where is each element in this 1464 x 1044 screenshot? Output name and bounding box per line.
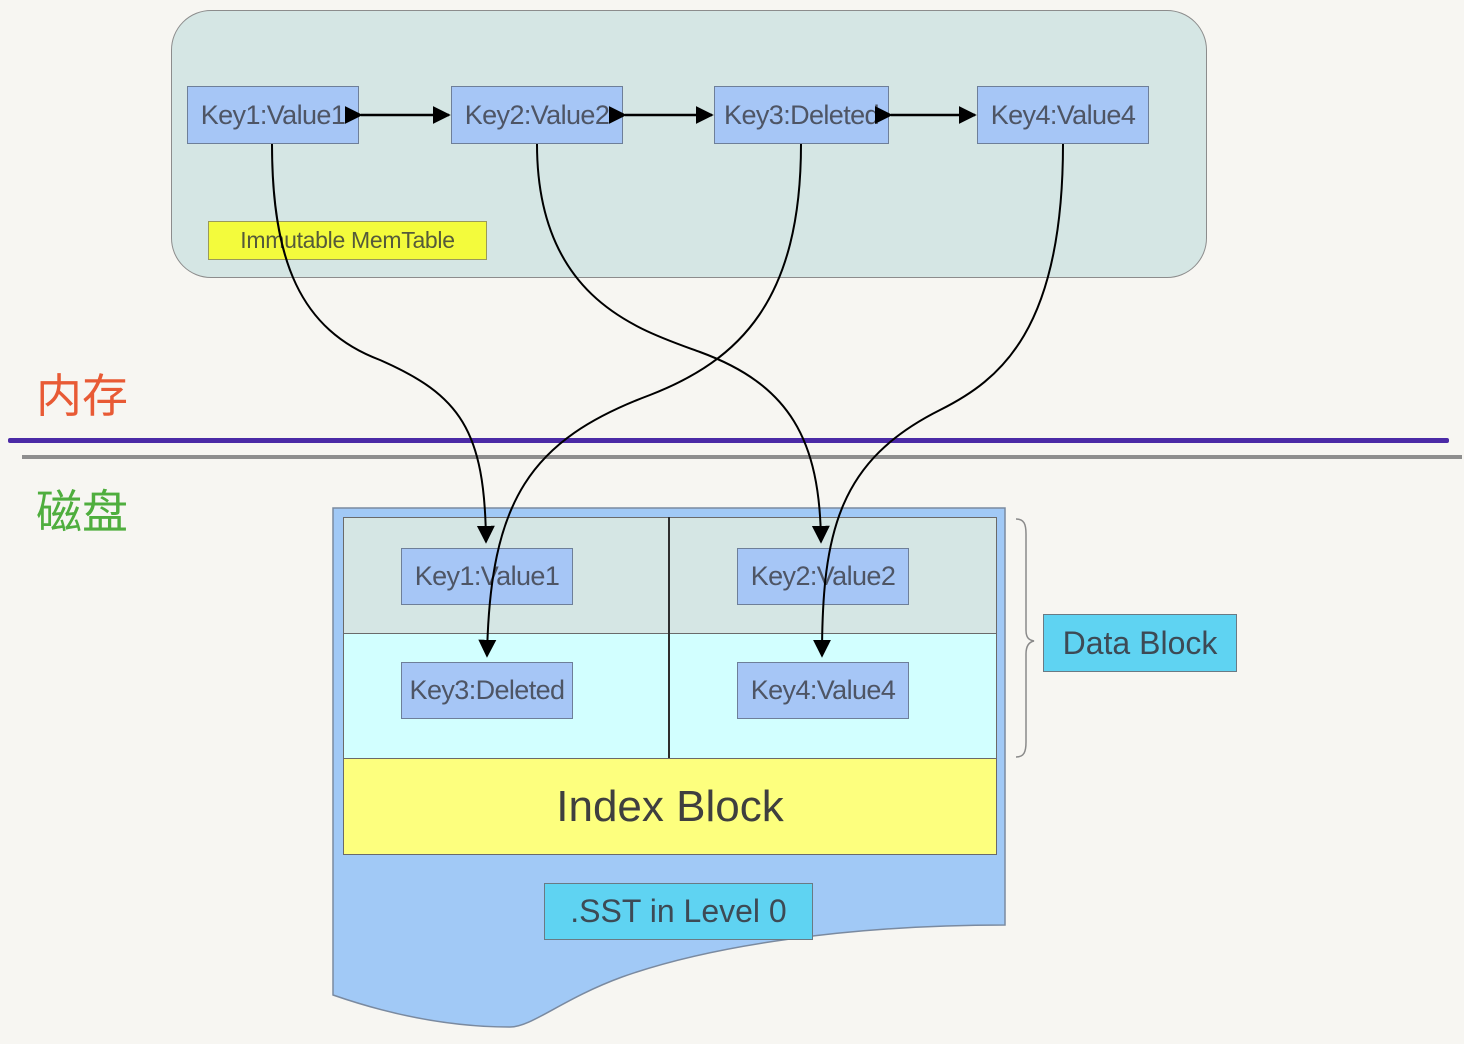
memtable-label: Immutable MemTable — [208, 221, 487, 260]
disk-region-label: 磁盘 — [36, 485, 128, 539]
sst-entry-key4: Key4:Value4 — [737, 662, 909, 719]
data-block-brace — [1015, 518, 1035, 758]
disk-divider-line — [22, 455, 1462, 459]
memory-region-label: 内存 — [36, 369, 128, 423]
data-block-column-divider — [668, 517, 670, 759]
sst-entry-key3: Key3:Deleted — [401, 662, 573, 719]
memtable-entry-key3: Key3:Deleted — [714, 86, 889, 144]
memtable-entry-key1: Key1:Value1 — [187, 86, 359, 144]
sst-entry-key2: Key2:Value2 — [737, 548, 909, 605]
data-block-label: Data Block — [1043, 614, 1237, 672]
memtable-entry-key4: Key4:Value4 — [977, 86, 1149, 144]
memory-divider-line — [8, 438, 1449, 443]
sst-level0-label: .SST in Level 0 — [544, 883, 813, 940]
sst-entry-key1: Key1:Value1 — [401, 548, 573, 605]
memtable-entry-key2: Key2:Value2 — [451, 86, 623, 144]
index-block: Index Block — [343, 758, 997, 855]
